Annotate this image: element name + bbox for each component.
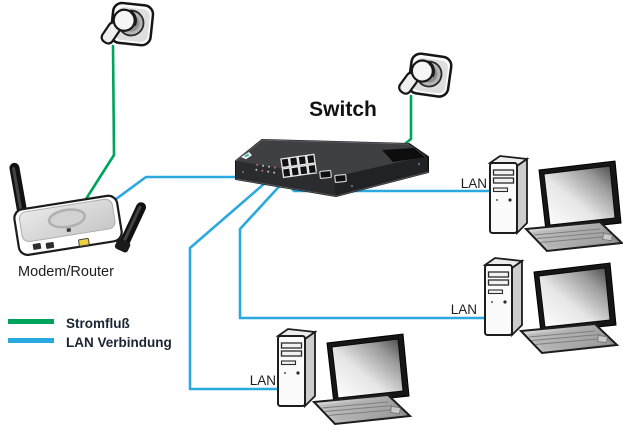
- switch-title: Switch: [309, 98, 377, 121]
- legend-swatch-lan: [8, 338, 54, 343]
- computer-2: [484, 257, 618, 354]
- power-cable-modem: [84, 44, 116, 201]
- switch-front-face: [236, 161, 336, 196]
- lan-cable-switch-pc2: [238, 165, 489, 320]
- modem-lan-port: [78, 237, 90, 247]
- led-indicators: [255, 163, 276, 174]
- modem-body: [13, 194, 123, 256]
- modem-led: [66, 227, 72, 233]
- vent-grille: [382, 148, 425, 162]
- computer-1: [489, 155, 623, 252]
- legend: Stromfluß LAN Verbindung: [8, 316, 172, 350]
- modem-router-device: [9, 162, 147, 256]
- switch-device: [235, 139, 429, 197]
- modem-port-1: [32, 242, 42, 250]
- legend-label-power: Stromfluß: [66, 316, 130, 331]
- lan-label-pc1: LAN: [461, 176, 487, 191]
- rj45-ports: [280, 153, 318, 179]
- modem-router-label: Modem/Router: [18, 264, 114, 280]
- legend-label-lan: LAN Verbindung: [66, 335, 172, 350]
- modem-top-ring: [47, 208, 87, 229]
- switch-logo-icon: [241, 152, 252, 160]
- wall-outlet-right: [394, 49, 455, 103]
- modem-port-2: [45, 241, 55, 249]
- wall-outlet-left: [97, 0, 156, 52]
- antenna-right: [114, 202, 147, 253]
- lan-label-pc3: LAN: [250, 373, 276, 388]
- computer-3: [277, 328, 411, 425]
- power-cable-switch: [399, 94, 413, 149]
- sfp-ports: [319, 169, 347, 184]
- lan-label-pc2: LAN: [451, 302, 477, 317]
- lan-cable-switch-pc3: [188, 162, 289, 391]
- legend-swatch-power: [8, 319, 54, 324]
- switch-right-face: [334, 156, 428, 196]
